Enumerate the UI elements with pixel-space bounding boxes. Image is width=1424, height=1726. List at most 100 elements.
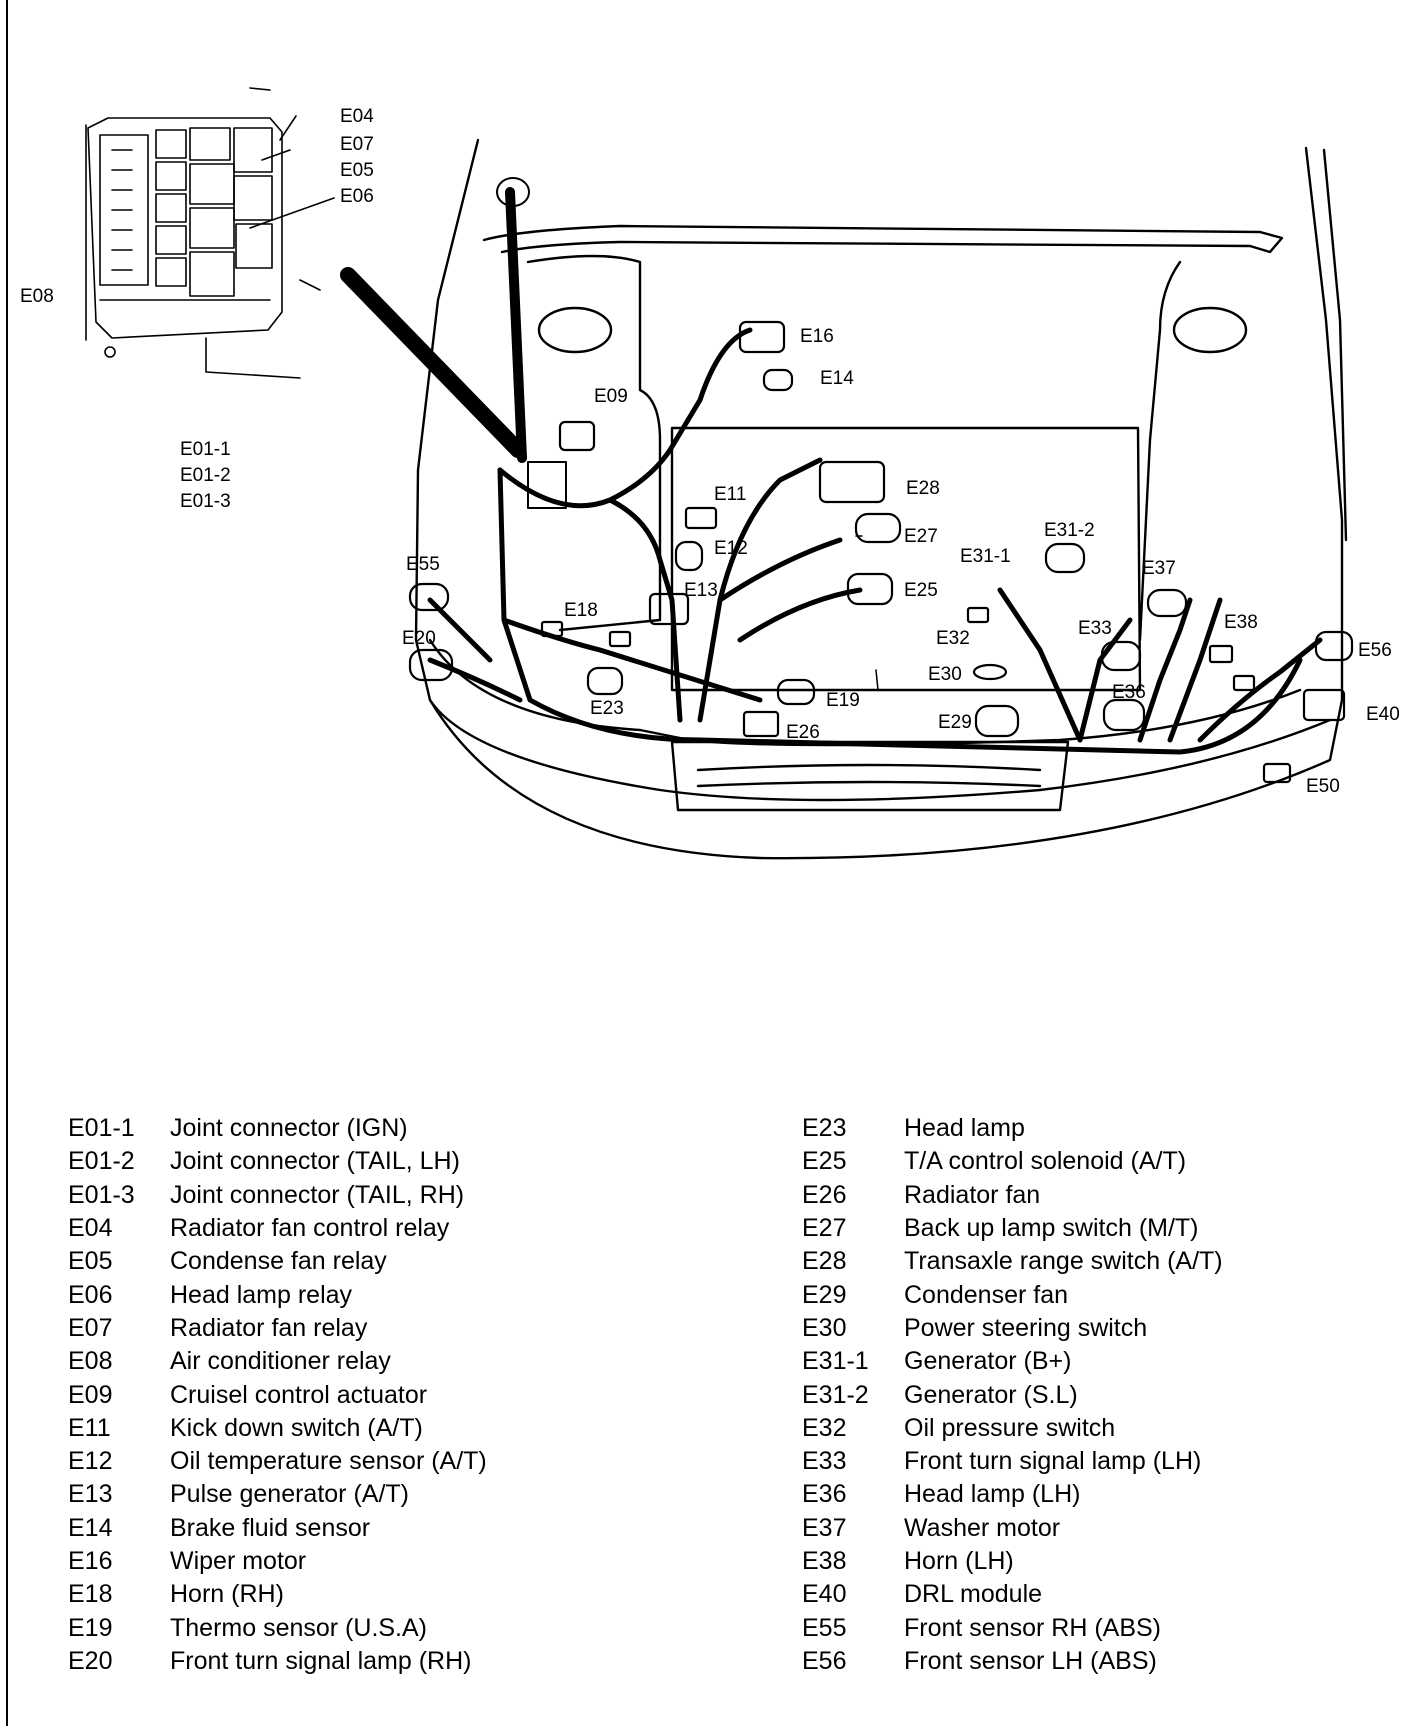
- legend-item: E38 Horn (LH): [802, 1545, 1223, 1578]
- legend-code: E04: [68, 1214, 113, 1243]
- legend-description: Radiator fan control relay: [170, 1214, 450, 1243]
- legend-code: E27: [802, 1214, 847, 1243]
- legend-code: E23: [802, 1114, 847, 1143]
- callout-e05: E05: [340, 160, 374, 181]
- legend-item: E16 Wiper motor: [68, 1545, 487, 1578]
- legend-description: Radiator fan relay: [170, 1313, 368, 1342]
- legend-description: Washer motor: [904, 1513, 1061, 1542]
- callout-e11: E11: [714, 484, 746, 505]
- callout-e31-1: E31-1: [960, 546, 1011, 567]
- legend-description: Kick down switch (A/T): [170, 1413, 423, 1442]
- legend-description: Joint connector (IGN): [170, 1114, 408, 1143]
- wire-harness: [427, 327, 1323, 755]
- legend-code: E18: [68, 1580, 113, 1609]
- legend-description: Oil pressure switch: [904, 1413, 1116, 1442]
- legend-code: E12: [68, 1447, 113, 1476]
- callout-e30: E30: [928, 664, 962, 685]
- legend-code: E25: [802, 1147, 847, 1176]
- callout-e12: E12: [714, 538, 748, 559]
- legend-description: Joint connector (TAIL, RH): [170, 1180, 465, 1209]
- legend-description: Front turn signal lamp (RH): [170, 1646, 472, 1675]
- legend-code: E26: [802, 1180, 847, 1209]
- legend-code: E01-1: [68, 1114, 135, 1143]
- callout-e07: E07: [340, 134, 374, 155]
- callout-e33: E33: [1078, 618, 1112, 639]
- legend-code: E08: [68, 1347, 113, 1376]
- callout-e36: E36: [1112, 682, 1146, 703]
- legend-description: Oil temperature sensor (A/T): [170, 1447, 487, 1476]
- callout-e01-1: E01-1: [180, 439, 231, 460]
- legend-description: Horn (LH): [904, 1547, 1014, 1575]
- callout-e25: E25: [904, 580, 938, 601]
- callout-e50: E50: [1306, 776, 1340, 797]
- legend-code: E38: [802, 1547, 847, 1575]
- legend-description: Front sensor RH (ABS): [904, 1613, 1162, 1642]
- legend-item: E55 Front sensor RH (ABS): [802, 1611, 1223, 1644]
- legend-code: E55: [802, 1613, 847, 1642]
- callout-e55: E55: [406, 554, 440, 575]
- legend-description: Thermo sensor (U.S.A): [170, 1613, 428, 1642]
- callout-e04: E04: [340, 106, 374, 127]
- callout-e40: E40: [1366, 704, 1400, 725]
- legend-code: E05: [68, 1247, 113, 1276]
- legend-description: Radiator fan: [904, 1180, 1041, 1209]
- legend-code: E20: [68, 1646, 113, 1675]
- legend-item: E37 Washer motor: [802, 1512, 1223, 1545]
- callout-e08: E08: [20, 286, 54, 307]
- legend-description: Transaxle range switch (A/T): [904, 1247, 1223, 1276]
- callout-e27: E27: [904, 526, 938, 547]
- legend-code: E11: [68, 1413, 111, 1442]
- callout-e38: E38: [1224, 612, 1258, 633]
- legend-description: Front sensor LH (ABS): [904, 1646, 1157, 1675]
- legend-code: E07: [68, 1313, 113, 1342]
- legend-item: E11 Kick down switch (A/T): [68, 1412, 487, 1445]
- legend-code: E37: [802, 1513, 847, 1542]
- legend-item: E26 Radiator fan: [802, 1179, 1223, 1212]
- legend-item: E07 Radiator fan relay: [68, 1312, 487, 1345]
- legend-code: E01-2: [68, 1147, 135, 1176]
- legend-description: Head lamp (LH): [904, 1480, 1081, 1509]
- legend-code: E29: [802, 1280, 847, 1309]
- legend-description: Wiper motor: [170, 1547, 307, 1575]
- callout-e01-3: E01-3: [180, 491, 231, 512]
- legend-code: E31-2: [802, 1380, 869, 1409]
- legend-description: Brake fluid sensor: [170, 1513, 371, 1542]
- legend-description: Horn (RH): [170, 1580, 284, 1609]
- legend-item: E31-2 Generator (S.L): [802, 1378, 1223, 1411]
- legend-code: E40: [802, 1580, 847, 1609]
- callout-e06: E06: [340, 186, 374, 207]
- legend-item: E04 Radiator fan control relay: [68, 1212, 487, 1245]
- legend-description: Condense fan relay: [170, 1247, 387, 1276]
- legend-description: Cruisel control actuator: [170, 1380, 428, 1409]
- legend-description: Joint connector (TAIL, LH): [170, 1147, 460, 1176]
- callout-e23: E23: [590, 698, 624, 719]
- callout-e31-2: E31-2: [1044, 520, 1095, 541]
- callout-e37: E37: [1142, 558, 1176, 579]
- legend-code: E01-3: [68, 1180, 135, 1209]
- legend-item: E18 Horn (RH): [68, 1578, 487, 1611]
- legend-code: E16: [68, 1547, 113, 1575]
- callout-e28: E28: [906, 478, 940, 499]
- legend-item: E05 Condense fan relay: [68, 1245, 487, 1278]
- legend-description: Generator (S.L): [904, 1380, 1078, 1409]
- callout-labels: E04 E07 E05 E06 E08 E01-1 E01-2 E01-3 E1…: [20, 106, 1400, 797]
- legend-code: E13: [68, 1480, 113, 1509]
- legend-code: E19: [68, 1613, 113, 1642]
- fuse-relay-box: [85, 87, 335, 379]
